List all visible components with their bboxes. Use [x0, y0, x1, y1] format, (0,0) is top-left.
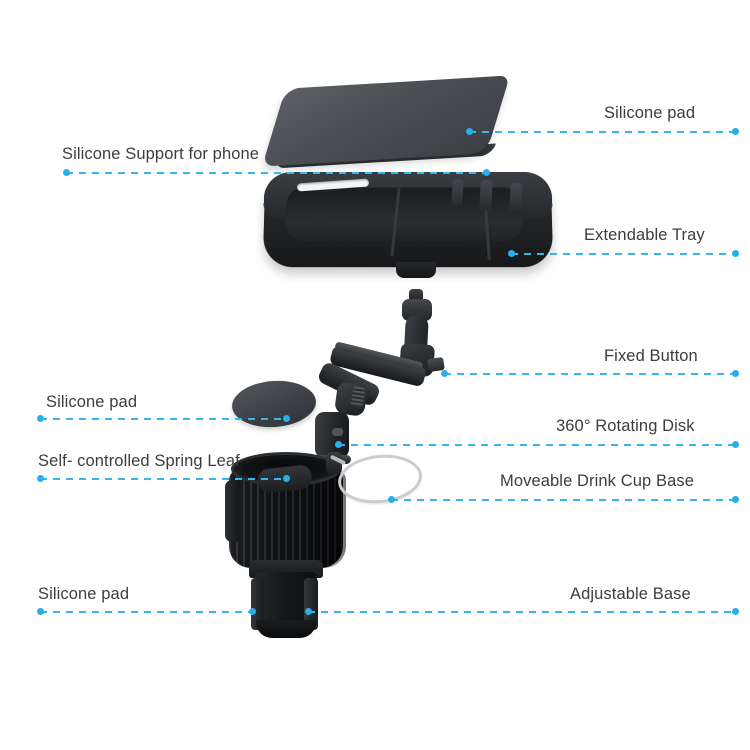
leader-dot-extendable-tray-start	[508, 250, 515, 257]
phone-support-ridge	[509, 182, 523, 212]
silicone-pad-top-part	[261, 75, 511, 167]
leader-line-cup-base	[391, 499, 735, 501]
adjustable-base-bottom	[256, 620, 316, 638]
leader-line-spring-leaf	[40, 478, 286, 480]
ball-joint-head	[402, 299, 432, 321]
leader-dot-cup-base-start	[388, 496, 395, 503]
callout-label-silicone-pad-oval: Silicone pad	[46, 393, 138, 411]
leader-line-extendable-tray	[511, 253, 735, 255]
leader-dot-adjustable-base-end	[732, 608, 739, 615]
callout-label-spring-leaf: Self- controlled Spring Leaf	[38, 452, 240, 470]
silicone-pad-oval-part	[230, 378, 318, 430]
callout-label-silicone-pad-base: Silicone pad	[38, 585, 130, 603]
phone-support-ridge	[451, 178, 464, 206]
leader-dot-spring-leaf-start	[37, 475, 44, 482]
adjustable-base-tab-right	[304, 578, 318, 630]
leader-line-fixed-button	[444, 373, 735, 375]
callout-label-cup-base: Moveable Drink Cup Base	[500, 472, 694, 490]
callout-label-adjustable-base: Adjustable Base	[570, 585, 691, 603]
leader-dot-silicone-support-start	[63, 169, 70, 176]
leader-dot-silicone-pad-top-end	[732, 128, 739, 135]
leader-dot-rotating-disk-end	[732, 441, 739, 448]
leader-dot-fixed-button-end	[732, 370, 739, 377]
leader-dot-rotating-disk-start	[335, 441, 342, 448]
leader-line-silicone-pad-top	[469, 131, 735, 133]
rotating-disk-slot	[332, 428, 343, 436]
adjustable-base-tab-left	[251, 578, 264, 630]
leader-dot-silicone-pad-base-end	[249, 608, 256, 615]
leader-line-rotating-disk	[338, 444, 735, 446]
leader-dot-silicone-pad-top-start	[466, 128, 473, 135]
tray-underside-mount	[396, 262, 436, 278]
leader-dot-silicone-pad-oval-start	[37, 415, 44, 422]
leader-line-silicone-support	[66, 172, 486, 174]
cup-body-shading	[300, 470, 346, 568]
callout-label-fixed-button: Fixed Button	[604, 347, 698, 365]
leader-dot-adjustable-base-start	[305, 608, 312, 615]
cup-body-side-tab	[225, 480, 239, 542]
phone-support-ridge	[479, 179, 493, 211]
leader-dot-fixed-button-start	[441, 370, 448, 377]
leader-dot-cup-base-end	[732, 496, 739, 503]
leader-dot-silicone-pad-base-start	[37, 608, 44, 615]
leader-dot-spring-leaf-end	[283, 475, 290, 482]
callout-label-silicone-support: Silicone Support for phone	[62, 145, 260, 163]
callout-label-rotating-disk: 360° Rotating Disk	[556, 417, 695, 435]
leader-line-silicone-pad-base	[40, 611, 252, 613]
callout-label-silicone-pad-top: Silicone pad	[604, 104, 696, 122]
leader-dot-silicone-support-end	[483, 169, 490, 176]
callout-label-extendable-tray: Extendable Tray	[584, 226, 705, 244]
leader-dot-silicone-pad-oval-end	[283, 415, 290, 422]
leader-line-adjustable-base	[308, 611, 735, 613]
leader-dot-extendable-tray-end	[732, 250, 739, 257]
leader-line-silicone-pad-oval	[40, 418, 286, 420]
